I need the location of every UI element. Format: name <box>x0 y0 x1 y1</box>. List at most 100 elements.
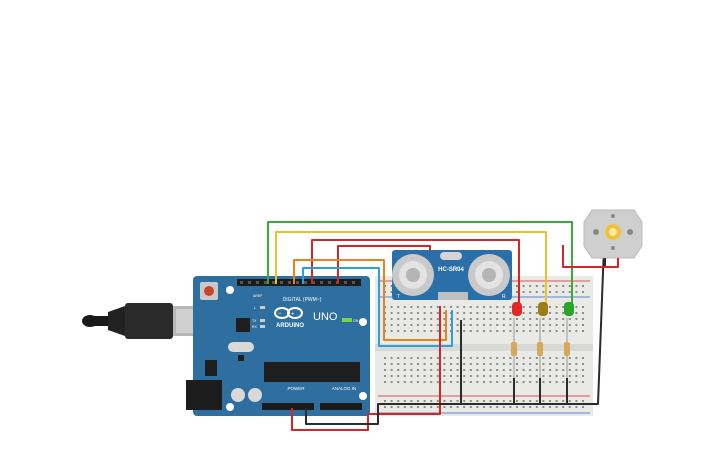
breadboard-hole <box>430 381 433 383</box>
breadboard-hole <box>403 324 406 326</box>
breadboard-hole <box>463 330 466 332</box>
small-chip <box>236 318 250 332</box>
rx-label: RX <box>252 325 258 329</box>
breadboard-hole <box>535 318 538 320</box>
breadboard-hole <box>496 306 499 308</box>
breadboard-hole <box>390 324 393 326</box>
breadboard-hole <box>410 363 413 365</box>
breadboard-hole <box>450 400 452 402</box>
breadboard-hole <box>489 330 492 332</box>
breadboard-hole <box>529 357 532 359</box>
breadboard-hole <box>397 306 400 308</box>
breadboard-hole <box>443 357 446 359</box>
breadboard-hole <box>417 369 419 371</box>
breadboard-hole <box>529 406 532 408</box>
atmega-chip <box>264 362 360 382</box>
breadboard-hole <box>549 369 551 371</box>
power-label: POWER <box>287 386 305 391</box>
breadboard-hole <box>549 406 551 408</box>
breadboard-hole <box>489 381 492 383</box>
breadboard-hole <box>496 406 499 408</box>
breadboard-hole <box>436 363 439 365</box>
breadboard-hole <box>463 357 466 359</box>
arduino-brand: ARDUINO <box>276 323 304 329</box>
breadboard-hole <box>522 369 525 371</box>
sensor-label: HC-SR04 <box>438 267 464 273</box>
breadboard-hole <box>502 306 505 308</box>
breadboard-hole <box>535 330 538 332</box>
breadboard-hole <box>417 375 419 377</box>
breadboard-hole <box>542 318 545 320</box>
breadboard-hole <box>456 406 459 408</box>
breadboard-hole <box>522 324 525 326</box>
breadboard-hole <box>535 369 538 371</box>
breadboard-hole <box>568 318 571 320</box>
breadboard-hole <box>476 324 479 326</box>
breadboard-hole <box>430 363 433 365</box>
breadboard-hole <box>469 306 472 308</box>
breadboard-hole <box>502 318 505 320</box>
breadboard-hole <box>562 318 565 320</box>
arduino-model: UNO <box>313 311 338 323</box>
breadboard-hole <box>483 400 485 402</box>
breadboard-hole <box>476 375 479 377</box>
breadboard-hole <box>509 381 512 383</box>
breadboard-hole <box>568 363 571 365</box>
breadboard-hole <box>423 363 426 365</box>
breadboard-hole <box>450 375 452 377</box>
breadboard-hole <box>562 324 565 326</box>
breadboard-hole <box>436 375 439 377</box>
breadboard-hole <box>483 330 485 332</box>
svg-text:+: + <box>291 312 295 318</box>
breadboard-hole <box>489 312 492 314</box>
breadboard-hole <box>443 306 446 308</box>
breadboard-hole <box>562 291 565 293</box>
breadboard-hole <box>522 312 525 314</box>
breadboard-hole <box>417 306 419 308</box>
breadboard-hole <box>417 381 419 383</box>
breadboard-hole <box>456 357 459 359</box>
breadboard-hole <box>476 318 479 320</box>
breadboard-hole <box>516 324 518 326</box>
breadboard-hole <box>582 318 584 320</box>
breadboard-hole <box>390 357 393 359</box>
breadboard-hole <box>516 369 518 371</box>
breadboard-hole <box>555 381 558 383</box>
breadboard-hole <box>509 357 512 359</box>
breadboard-hole <box>489 375 492 377</box>
breadboard-hole <box>390 318 393 320</box>
breadboard-hole <box>403 306 406 308</box>
breadboard-hole <box>575 363 578 365</box>
breadboard-hole <box>542 291 545 293</box>
breadboard-hole <box>535 406 538 408</box>
breadboard-hole <box>582 324 584 326</box>
breadboard-hole <box>549 330 551 332</box>
breadboard-hole <box>463 318 466 320</box>
breadboard-hole <box>496 400 499 402</box>
breadboard-hole <box>436 318 439 320</box>
breadboard-hole <box>582 312 584 314</box>
breadboard-hole <box>390 363 393 365</box>
breadboard-hole <box>555 375 558 377</box>
breadboard-hole <box>516 291 518 293</box>
breadboard-hole <box>443 369 446 371</box>
breadboard-hole <box>496 381 499 383</box>
breadboard-hole <box>582 375 584 377</box>
breadboard-hole <box>443 381 446 383</box>
breadboard-hole <box>397 318 400 320</box>
breadboard-hole <box>516 375 518 377</box>
breadboard-hole <box>430 375 433 377</box>
breadboard-hole <box>436 306 439 308</box>
breadboard-hole <box>390 400 393 402</box>
breadboard-hole <box>403 381 406 383</box>
breadboard-hole <box>463 400 466 402</box>
breadboard-hole <box>562 306 565 308</box>
breadboard-hole <box>502 400 505 402</box>
breadboard-hole <box>529 306 532 308</box>
breadboard-hole <box>450 363 452 365</box>
breadboard-hole <box>522 363 525 365</box>
breadboard-hole <box>403 312 406 314</box>
breadboard-hole <box>582 363 584 365</box>
breadboard-hole <box>529 381 532 383</box>
breadboard-hole <box>502 330 505 332</box>
